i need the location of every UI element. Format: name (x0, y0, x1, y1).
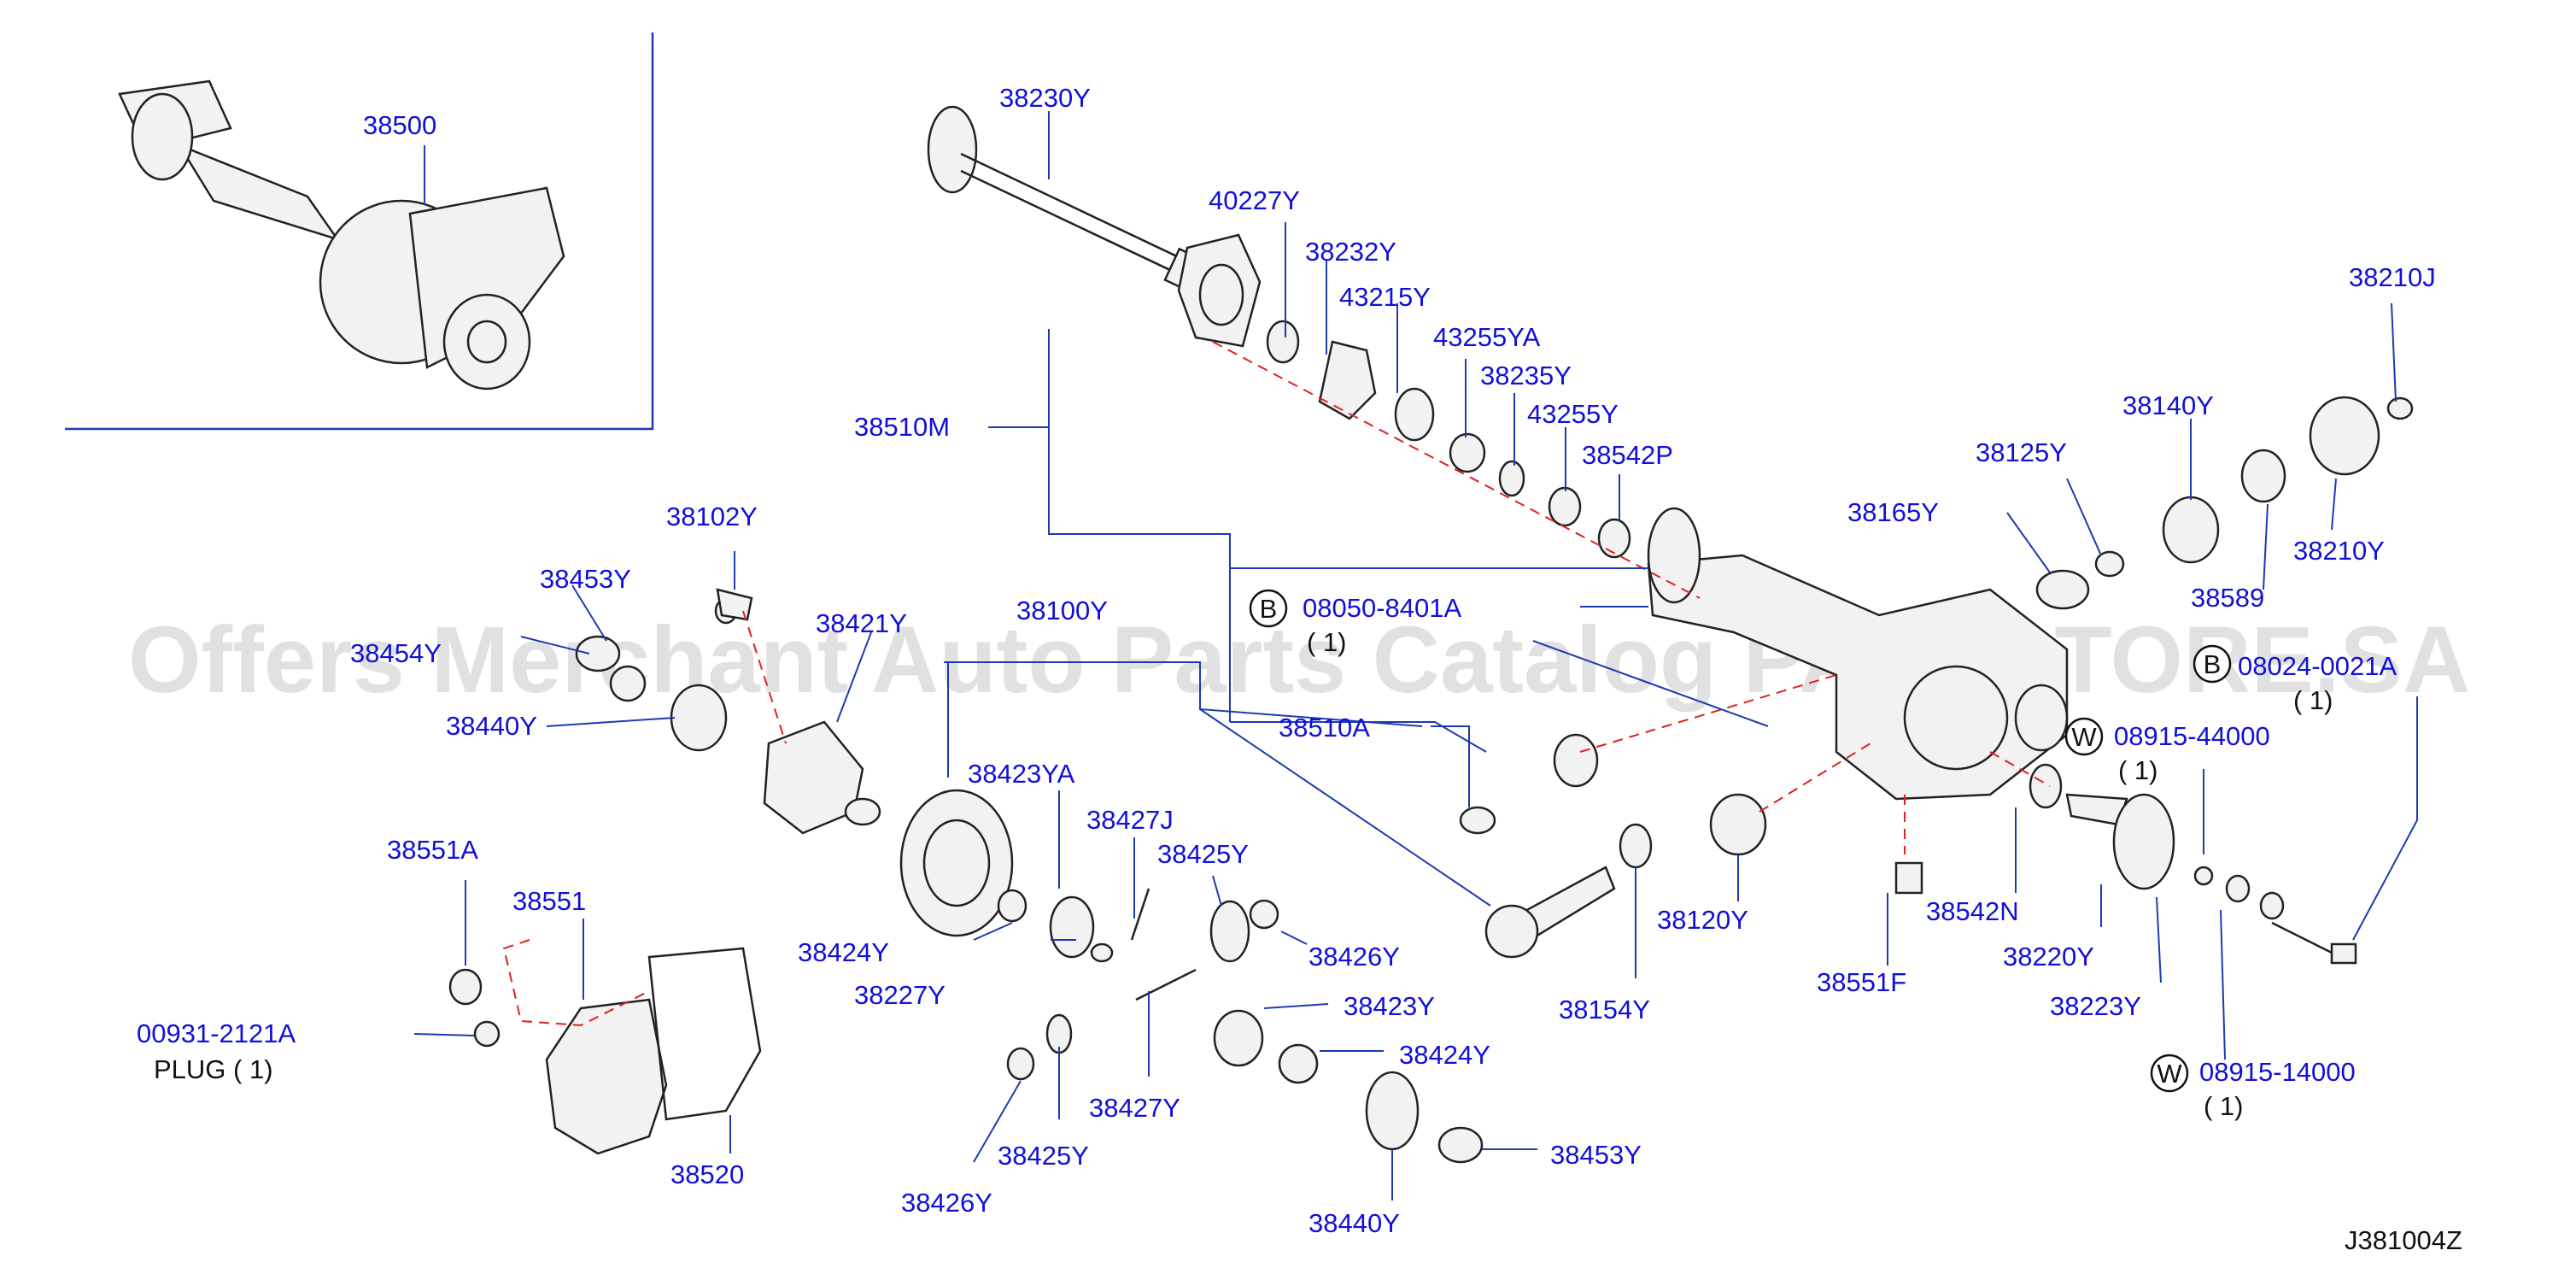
circle-mark-w2: W (2150, 1054, 2189, 1093)
ref-line-6 (502, 939, 650, 1027)
label-38165Y[interactable]: 38165Y (1847, 497, 1939, 527)
carrier-housing-drawing (1647, 507, 2069, 801)
label-38453Y-lower[interactable]: 38453Y (1550, 1140, 1642, 1170)
label-38235Y[interactable]: 38235Y (1480, 361, 1572, 390)
inset-frame (65, 32, 654, 431)
label-38440Y-lower[interactable]: 38440Y (1308, 1208, 1400, 1238)
label-38210J[interactable]: 38210J (2349, 262, 2436, 292)
label-38426Y-lower[interactable]: 38426Y (901, 1188, 992, 1218)
quantity-08024: ( 1) (2293, 685, 2333, 715)
label-38551F[interactable]: 38551F (1817, 967, 1906, 997)
label-43215Y[interactable]: 43215Y (1339, 282, 1431, 312)
quantity-08915-14000: ( 1) (2204, 1091, 2244, 1121)
circle-mark-w1: W (2064, 717, 2104, 756)
label-38154Y[interactable]: 38154Y (1559, 995, 1650, 1024)
ref-line-2 (1579, 674, 1837, 753)
label-38551A[interactable]: 38551A (387, 835, 478, 865)
quantity-08915-44000: ( 1) (2118, 755, 2158, 785)
label-38424Y-lower[interactable]: 38424Y (1399, 1040, 1490, 1070)
label-38102Y[interactable]: 38102Y (666, 502, 758, 531)
label-38425Y-lower[interactable]: 38425Y (998, 1141, 1089, 1171)
label-38424Y-upper[interactable]: 38424Y (798, 937, 889, 967)
bearing-parts-drawing (1177, 233, 1631, 559)
plug-quantity-note: PLUG ( 1) (154, 1054, 273, 1084)
label-00931-2121A[interactable]: 00931-2121A (137, 1019, 296, 1048)
label-38542P[interactable]: 38542P (1582, 440, 1673, 470)
companion-flange-drawing (1894, 763, 2357, 965)
drive-pinion-drawing (1484, 793, 1767, 959)
label-38423YA[interactable]: 38423YA (968, 759, 1075, 789)
label-38232Y[interactable]: 38232Y (1305, 237, 1396, 267)
quantity-08050: ( 1) (1307, 627, 1347, 657)
pinion-side-parts-drawing (2035, 396, 2414, 610)
label-43255YA[interactable]: 43255YA (1433, 322, 1541, 352)
label-38140Y[interactable]: 38140Y (2122, 390, 2214, 420)
differential-case-drawing (575, 597, 1484, 1164)
ref-line-3 (1759, 743, 1871, 813)
label-38589[interactable]: 38589 (2191, 583, 2264, 613)
label-38125Y[interactable]: 38125Y (1976, 437, 2067, 467)
ref-line-1 (1212, 341, 1701, 599)
svg-text:W: W (2071, 722, 2097, 752)
diagram-code: J381004Z (2345, 1225, 2462, 1255)
label-38223Y[interactable]: 38223Y (2050, 991, 2141, 1021)
label-38427J[interactable]: 38427J (1086, 805, 1174, 835)
label-38510M[interactable]: 38510M (854, 412, 950, 442)
label-38542N[interactable]: 38542N (1926, 896, 2019, 926)
label-38421Y[interactable]: 38421Y (816, 608, 907, 638)
label-38453Y-upper[interactable]: 38453Y (540, 564, 631, 594)
label-38423Y[interactable]: 38423Y (1344, 991, 1435, 1021)
circle-mark-b1: B (1249, 589, 1288, 628)
label-38440Y-upper[interactable]: 38440Y (446, 711, 537, 741)
label-38426Y-upper[interactable]: 38426Y (1308, 942, 1400, 972)
ref-line-5 (1989, 751, 2051, 787)
label-38100Y[interactable]: 38100Y (1016, 596, 1108, 625)
label-38520[interactable]: 38520 (670, 1159, 744, 1189)
label-38454Y[interactable]: 38454Y (350, 638, 442, 668)
label-38427Y[interactable]: 38427Y (1089, 1093, 1180, 1123)
label-38551[interactable]: 38551 (512, 886, 586, 916)
label-08915-14000[interactable]: 08915-14000 (2199, 1057, 2356, 1087)
label-38510A[interactable]: 38510A (1279, 713, 1370, 743)
label-08915-44000[interactable]: 08915-44000 (2114, 721, 2270, 751)
watermark: Offers Merchant Auto Parts Catalog PARTS… (128, 608, 2470, 713)
label-38425Y-upper[interactable]: 38425Y (1157, 839, 1249, 869)
svg-text:B: B (1260, 594, 1278, 624)
svg-text:W: W (2157, 1059, 2182, 1089)
label-08024-0021A[interactable]: 08024-0021A (2238, 651, 2397, 681)
axle-assembly-drawing (118, 79, 565, 390)
ref-line-7 (742, 610, 787, 744)
label-38227Y[interactable]: 38227Y (854, 980, 946, 1010)
axle-shaft-drawing (927, 105, 1220, 300)
label-08050-8401A[interactable]: 08050-8401A (1303, 593, 1461, 623)
label-40227Y[interactable]: 40227Y (1209, 185, 1300, 215)
circle-mark-b2: B (2193, 644, 2232, 684)
leader-lines (413, 111, 2418, 1200)
label-38500[interactable]: 38500 (363, 110, 436, 140)
label-38230Y[interactable]: 38230Y (999, 83, 1091, 113)
svg-text:B: B (2204, 649, 2222, 679)
label-43255Y[interactable]: 43255Y (1527, 399, 1619, 429)
label-38120Y[interactable]: 38120Y (1657, 905, 1748, 935)
label-38220Y[interactable]: 38220Y (2003, 942, 2094, 972)
label-38210Y[interactable]: 38210Y (2293, 536, 2385, 566)
